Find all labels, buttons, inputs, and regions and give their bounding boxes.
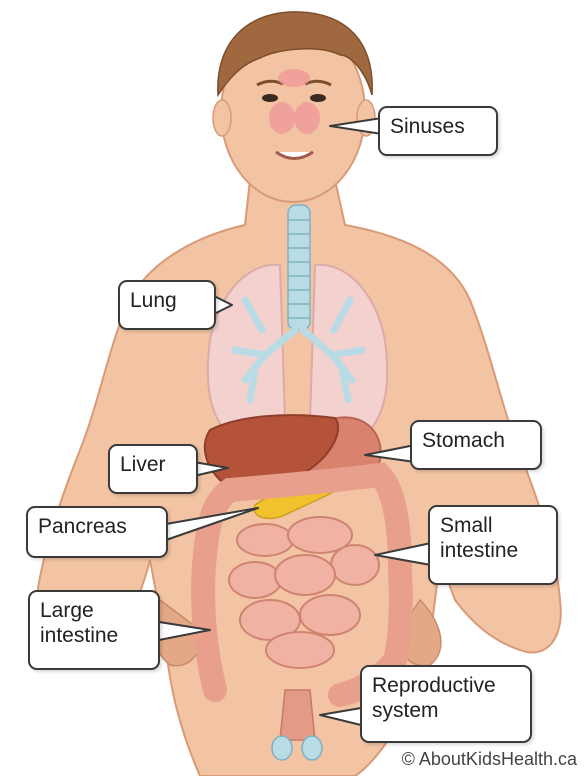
right-eye [310, 94, 326, 102]
reproductive-organ [280, 690, 315, 740]
testis-right [302, 736, 322, 760]
sinus-left [269, 102, 295, 134]
label-large-intestine: Large intestine [28, 590, 160, 670]
sinus-frontal [278, 69, 310, 87]
label-lung: Lung [118, 280, 216, 330]
label-reproductive-system: Reproductive system [360, 665, 532, 743]
label-pancreas: Pancreas [26, 506, 168, 558]
credit-text: © AboutKidsHealth.ca [402, 749, 577, 770]
left-ear [213, 100, 231, 136]
label-small-intestine: Small intestine [428, 505, 558, 585]
label-sinuses: Sinuses [378, 106, 498, 156]
label-liver: Liver [108, 444, 198, 494]
trachea [288, 205, 310, 330]
sinus-right [294, 102, 320, 134]
left-eye [262, 94, 278, 102]
testis-left [272, 736, 292, 760]
label-stomach: Stomach [410, 420, 542, 470]
